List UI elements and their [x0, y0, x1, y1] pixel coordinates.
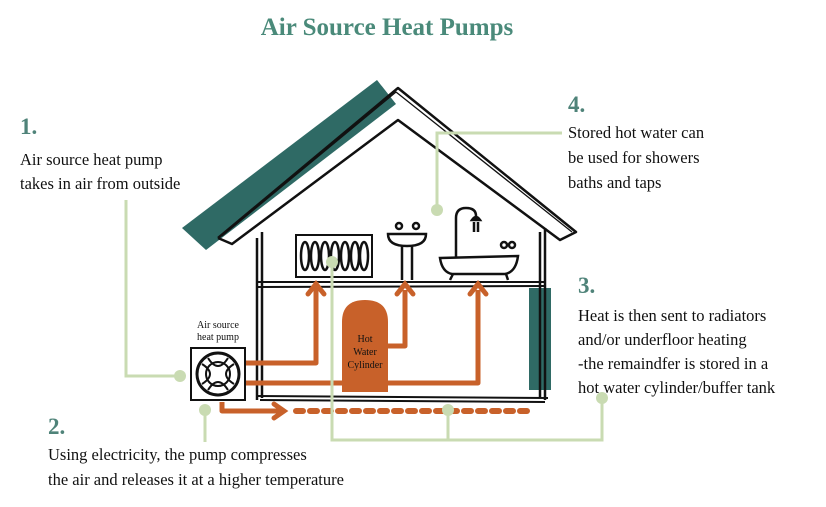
- pump-label-line-1: Air source: [197, 320, 239, 331]
- step-1-line-1: Air source heat pump: [20, 150, 163, 169]
- cylinder-label-line-2: Water: [353, 347, 377, 358]
- step-3-line-4: hot water cylinder/buffer tank: [578, 378, 776, 397]
- step-1-line-2: takes in air from outside: [20, 174, 181, 193]
- leader-dots: [174, 204, 608, 416]
- air-source-heat-pump: [190, 347, 246, 401]
- cylinder-label: Hot Water Cylinder: [335, 333, 395, 372]
- step-4-line-2: be used for showers: [568, 148, 700, 167]
- cylinder-label-line-1: Hot: [357, 334, 373, 345]
- bath-icon: [438, 206, 520, 281]
- step-4-line-3: baths and taps: [568, 173, 662, 192]
- step-4-number: 4.: [568, 92, 586, 117]
- house-outline: [217, 86, 578, 403]
- pump-label-line-2: heat pump: [197, 332, 239, 343]
- hot-water-cylinder: [342, 300, 388, 392]
- cylinder-label-line-3: Cylinder: [347, 360, 383, 371]
- step-2-number: 2.: [48, 414, 66, 439]
- fan-icon: [201, 357, 235, 391]
- step-3-line-1: Heat is then sent to radiators: [578, 306, 767, 325]
- radiator-icon: [295, 234, 373, 278]
- step-4-line-1: Stored hot water can: [568, 123, 705, 142]
- pipe-arrowheads: [271, 279, 489, 421]
- sink-icon: [386, 221, 428, 280]
- page-title: Air Source Heat Pumps: [260, 14, 514, 41]
- leader-lines: [124, 131, 604, 442]
- step-1-number: 1.: [20, 114, 38, 139]
- step-3-number: 3.: [578, 273, 596, 298]
- step-2-line-2: the air and releases it at a higher temp…: [48, 470, 344, 489]
- step-3-line-3: -the remaindfer is stored in a: [578, 354, 769, 373]
- step-2-line-1: Using electricity, the pump compresses: [48, 445, 307, 464]
- pump-label: Air source heat pump: [180, 320, 256, 344]
- roof-panel: [182, 80, 396, 250]
- step-3-line-2: and/or underfloor heating: [578, 330, 747, 349]
